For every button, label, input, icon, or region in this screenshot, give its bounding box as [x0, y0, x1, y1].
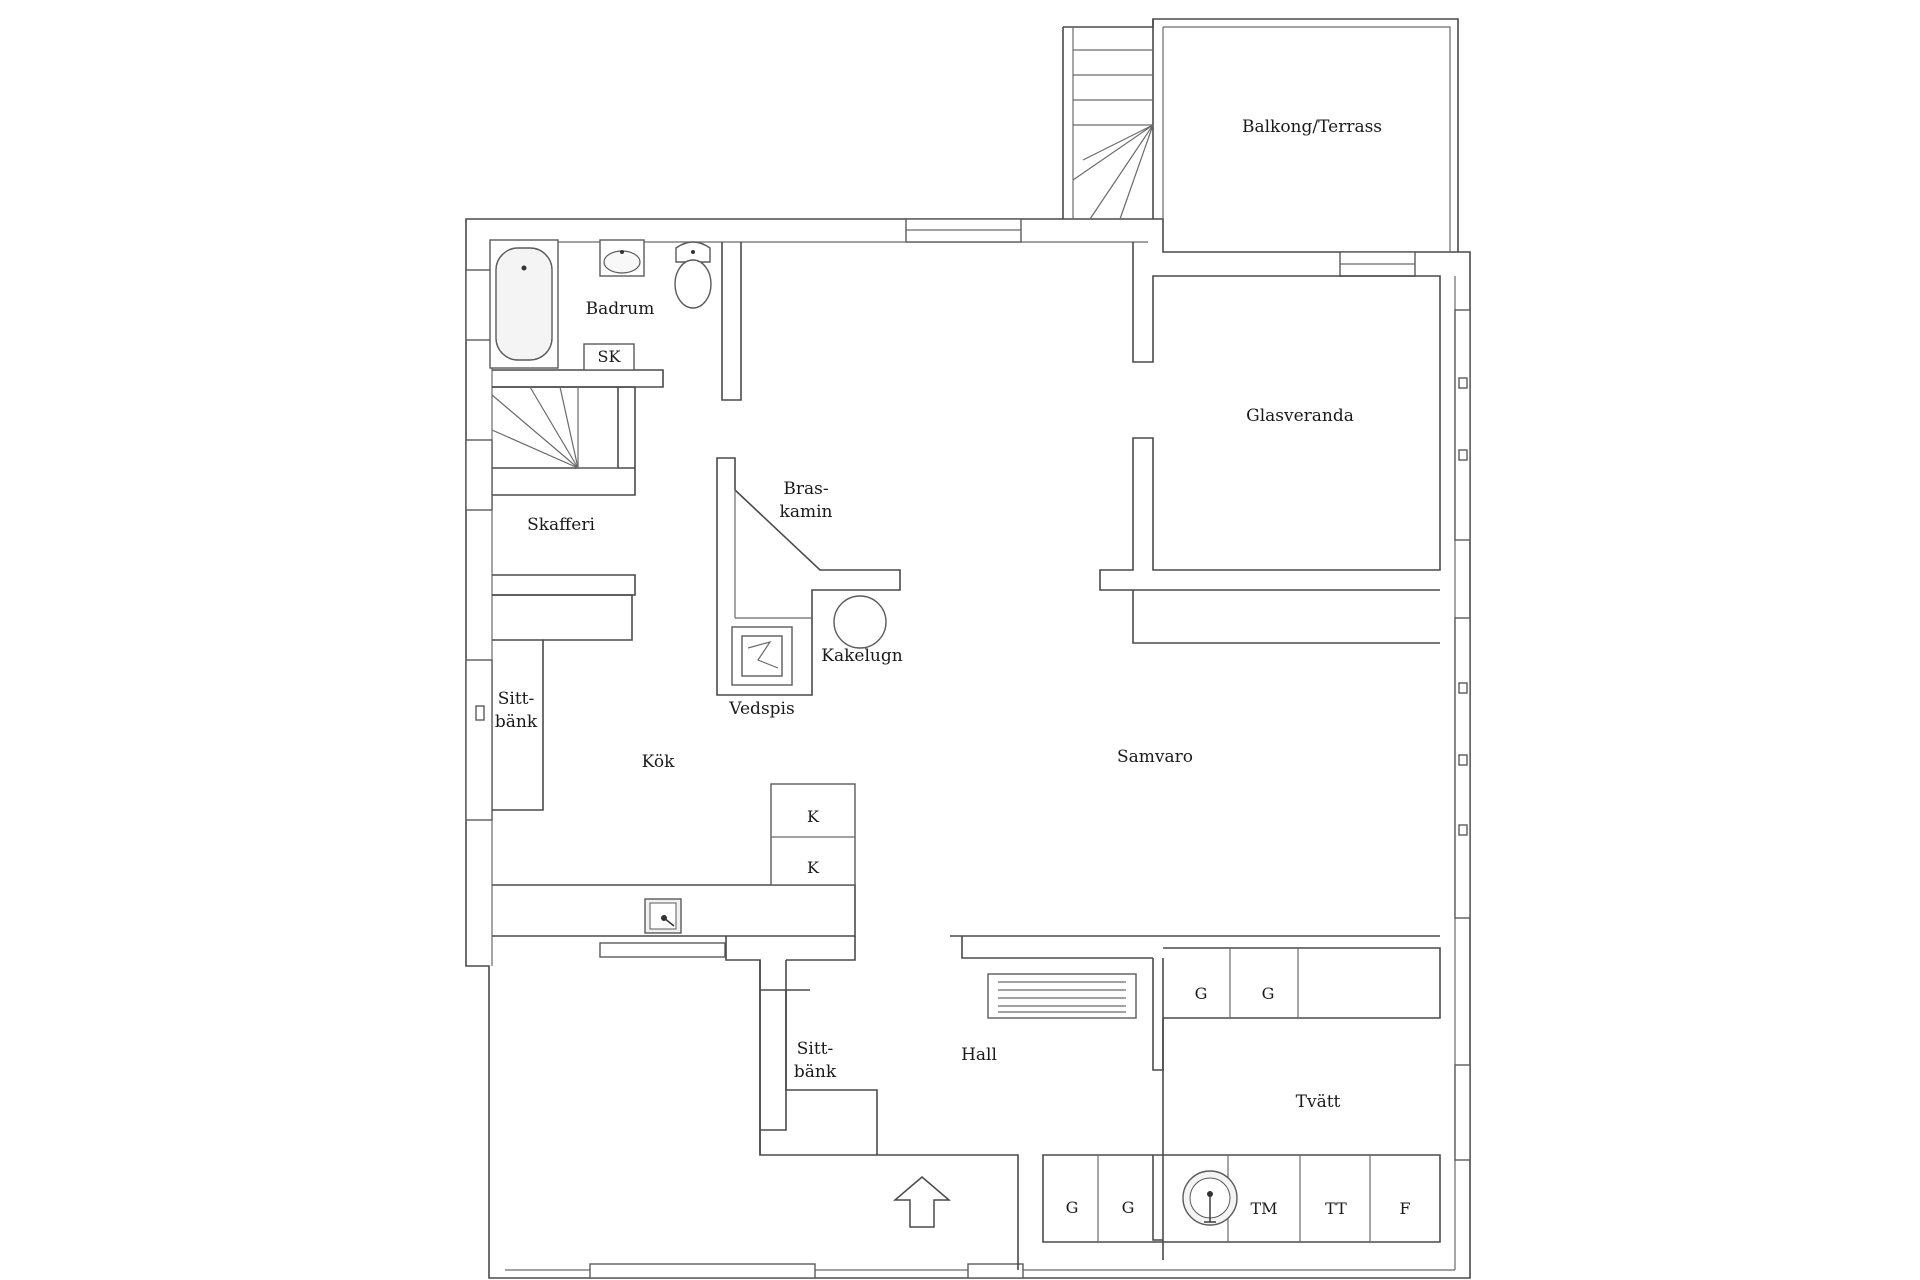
- radiator-icon: [987, 973, 1137, 1019]
- label-glasveranda: Glasveranda: [1246, 406, 1354, 426]
- label-g-upper-1: G: [1195, 984, 1208, 1003]
- fixture-labels: SK K K G G G G TM TT F: [598, 347, 1411, 1218]
- label-f: F: [1399, 1199, 1410, 1218]
- room-labels: Balkong/Terrass Glasveranda Badrum Skaff…: [495, 117, 1382, 1112]
- washbasin-icon: [599, 239, 645, 277]
- tiled-stove-icon: [833, 595, 887, 649]
- label-balkong: Balkong/Terrass: [1242, 117, 1382, 137]
- label-tt: TT: [1325, 1199, 1347, 1218]
- label-hall: Hall: [961, 1045, 997, 1065]
- label-sittbank-2-b: bänk: [794, 1062, 837, 1082]
- entrance-arrow-icon: [892, 1176, 952, 1228]
- label-kakelugn: Kakelugn: [821, 646, 902, 666]
- floor-drain-icon: [1182, 1170, 1238, 1226]
- label-vedspis: Vedspis: [728, 699, 794, 719]
- bathtub-icon: [489, 239, 559, 369]
- label-braskamin-1: Bras-: [783, 479, 828, 499]
- exterior-walls: [465, 218, 1471, 1279]
- label-badrum: Badrum: [586, 299, 655, 319]
- bathroom-fixtures: [489, 239, 712, 371]
- label-tm: TM: [1250, 1199, 1277, 1218]
- label-braskamin-2: kamin: [780, 502, 833, 522]
- label-sittbank-2-a: Sitt-: [797, 1039, 834, 1059]
- label-g-lower-1: G: [1066, 1198, 1079, 1217]
- balcony: [1062, 18, 1459, 252]
- label-kok: Kök: [642, 752, 675, 772]
- label-samvaro: Samvaro: [1117, 747, 1193, 767]
- label-g-lower-2: G: [1122, 1198, 1135, 1217]
- pantry-stair: [491, 386, 618, 469]
- toilet-icon: [674, 241, 712, 309]
- label-g-upper-2: G: [1262, 984, 1275, 1003]
- label-sk: SK: [598, 347, 622, 366]
- label-sittbank-1-b: bänk: [495, 712, 538, 732]
- label-k-lower: K: [807, 858, 820, 877]
- label-sittbank-1-a: Sitt-: [498, 689, 535, 709]
- label-skafferi: Skafferi: [527, 515, 595, 535]
- interior-walls: [492, 242, 1441, 1270]
- wood-stove-icon: [731, 626, 793, 686]
- label-tvatt: Tvätt: [1296, 1092, 1341, 1112]
- kitchen-sink-icon: [644, 898, 682, 934]
- label-k-upper: K: [807, 807, 820, 826]
